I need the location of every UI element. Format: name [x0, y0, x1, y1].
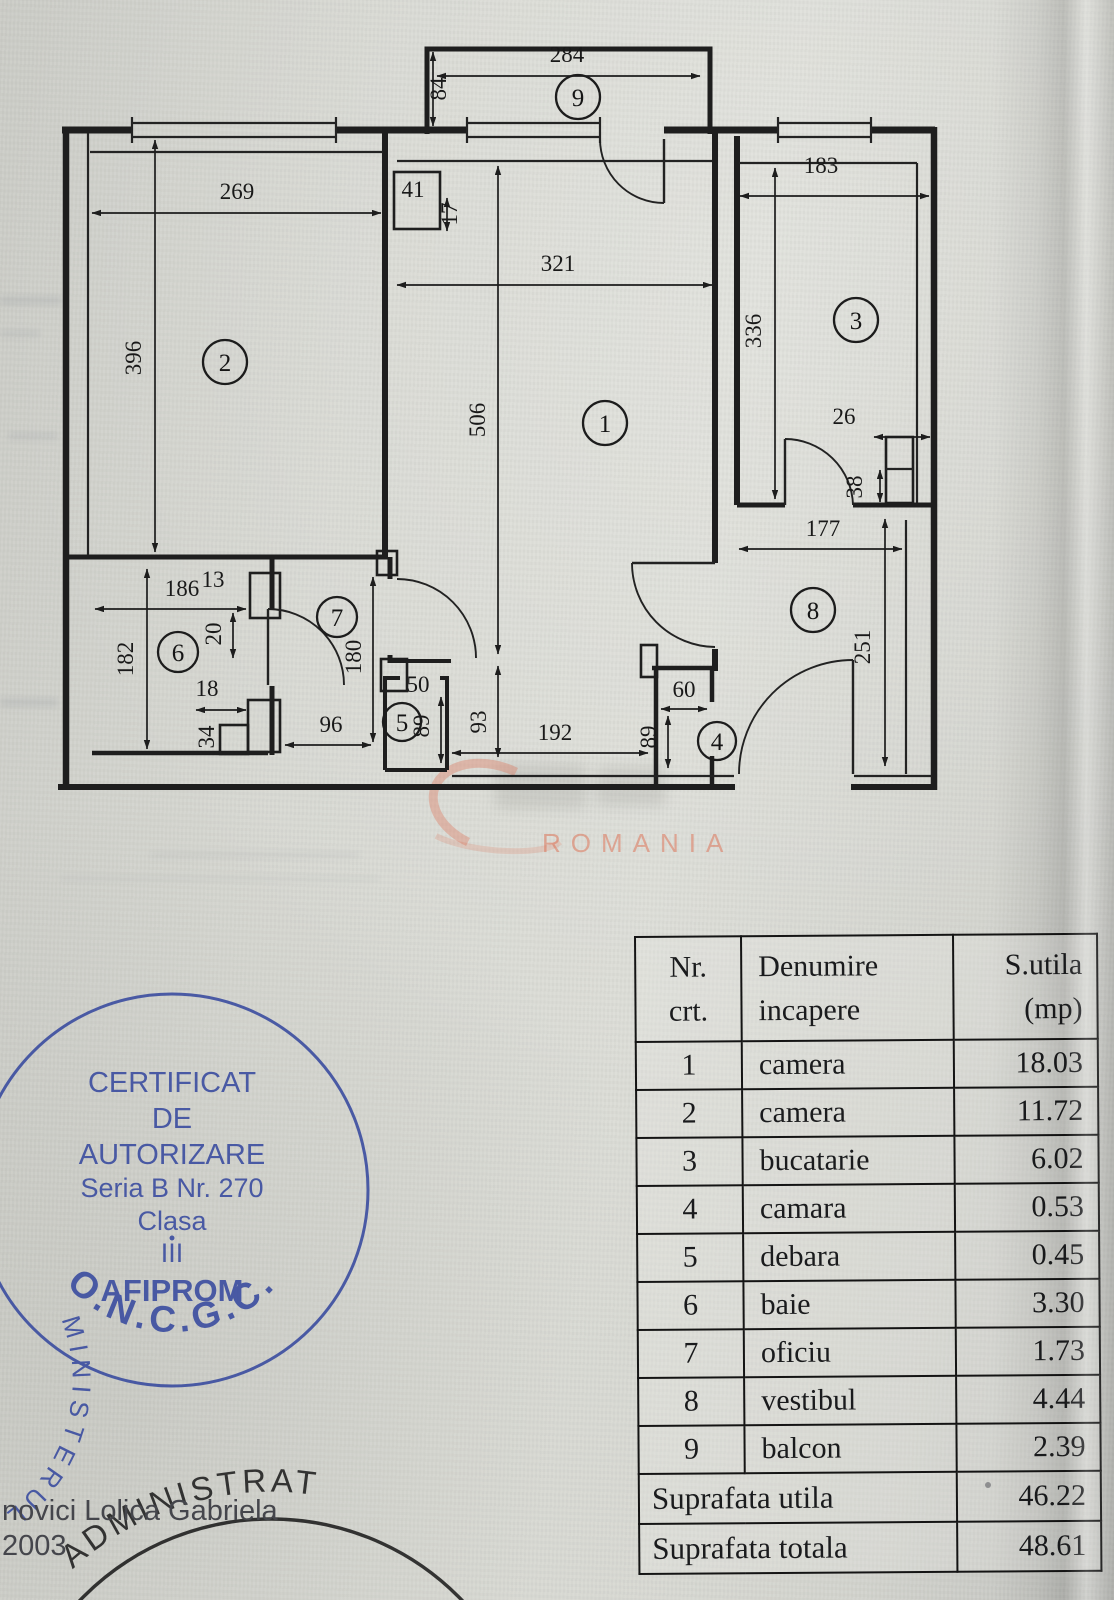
room-number: 6 — [172, 640, 185, 667]
stamp-line: III — [161, 1238, 184, 1268]
room-number: 1 — [599, 411, 612, 438]
dimension-label: 396 — [121, 341, 146, 376]
dimension-label: 186 — [165, 576, 200, 601]
dimension-label: 182 — [113, 642, 138, 677]
room-number-circle — [315, 595, 359, 639]
dimension-label: 18 — [196, 676, 219, 701]
stamps-layer: MINISTERUL ADMINISTRATIEI PUBLICE O.N.C.… — [0, 992, 991, 1600]
room-number-circle — [381, 701, 423, 743]
ghost-mark — [0, 330, 40, 337]
dimension-label: 177 — [806, 516, 841, 541]
walls — [58, 46, 938, 790]
watermark-swirl — [428, 758, 563, 855]
dimension-label: 93 — [466, 711, 491, 734]
dimension-label: 336 — [741, 314, 766, 349]
dimension-label: 17 — [437, 203, 462, 226]
room-number: 3 — [850, 308, 863, 335]
dimension-label: 183 — [804, 153, 839, 178]
room-number: 4 — [711, 729, 724, 756]
dimension-label: 84 — [426, 77, 451, 101]
dimension-label: 96 — [320, 712, 343, 737]
bottom-stamp-arc: ADMINISTRAT — [53, 1461, 465, 1600]
room-number: 2 — [219, 350, 232, 377]
ghost-mark — [8, 432, 58, 440]
ghost-mark — [150, 852, 360, 858]
stamp-line: Seria B Nr. 270 — [80, 1173, 263, 1203]
dimension-label: 180 — [341, 640, 366, 675]
ghost-mark — [0, 698, 58, 707]
dimension-label: 38 — [842, 476, 867, 499]
dimension-label: 251 — [850, 630, 875, 665]
dimension-label: 89 — [636, 726, 661, 749]
ink-dot — [985, 1482, 991, 1488]
room-number: 8 — [807, 598, 820, 625]
room-number-circle — [789, 586, 837, 634]
ghost-mark — [0, 296, 62, 305]
room-number-circle — [832, 296, 880, 344]
room-number-circle — [581, 399, 629, 447]
watermark-text: ROMANIA — [542, 828, 734, 858]
doors — [266, 138, 855, 775]
room-number-circle — [156, 630, 200, 674]
dimension-label: 269 — [220, 179, 255, 204]
stamp-line: Clasa — [137, 1206, 207, 1236]
floor-plan: 2848426941173211833965063362638177251186… — [58, 42, 938, 855]
stamp-line: AFIPROM — [101, 1273, 244, 1308]
dimension-label: 506 — [465, 403, 490, 438]
dimension-label: 34 — [194, 725, 219, 749]
dimension-label: 41 — [402, 177, 425, 202]
dimension-label: 60 — [673, 677, 696, 702]
room-number-circle — [554, 73, 602, 121]
dimension-label: 192 — [538, 720, 573, 745]
room-number-circle — [696, 720, 738, 762]
room-number: 7 — [331, 605, 344, 632]
dimension-label: 26 — [833, 404, 856, 429]
stamp-line: DE — [152, 1103, 192, 1135]
room-number-circle — [201, 338, 249, 386]
dimension-label: 13 — [202, 567, 225, 592]
owner-name-line: novici Lolica Gabriela — [2, 1495, 278, 1527]
room-number: 9 — [572, 85, 585, 112]
dimension-label: 50 — [407, 672, 430, 697]
dimension-label: 284 — [550, 42, 585, 67]
stamp-line: CERTIFICAT — [88, 1067, 256, 1099]
room-number: 5 — [396, 710, 409, 737]
year-line: 2003 — [2, 1530, 67, 1562]
stamp-line: AUTORIZARE — [79, 1139, 265, 1171]
ghost-mark — [60, 876, 380, 881]
dimension-label: 321 — [541, 251, 576, 276]
dimension-label: 20 — [201, 623, 226, 646]
